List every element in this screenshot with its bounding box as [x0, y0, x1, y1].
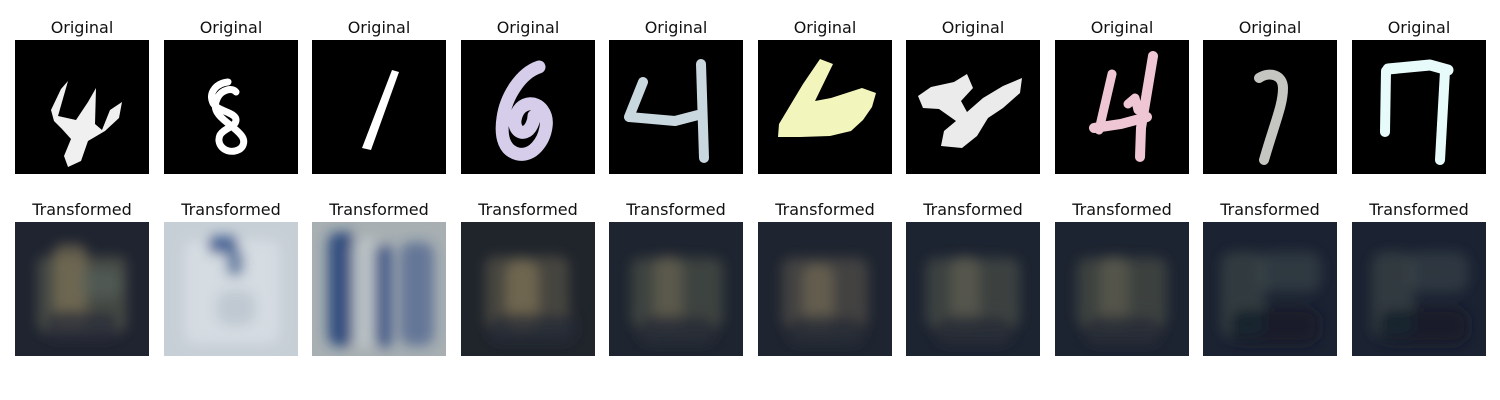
original-image-10 [1352, 40, 1486, 174]
transformed-title-4: Transformed [478, 200, 578, 219]
transformed-cell-10: Transformed [1352, 200, 1486, 360]
transformed-image-7 [906, 222, 1040, 356]
transformed-title-9: Transformed [1220, 200, 1320, 219]
original-digit-4-image [609, 40, 743, 174]
transformed-cell-1: Transformed [15, 200, 149, 360]
original-cell-1: Original [15, 18, 149, 178]
transformed-image-2 [164, 222, 298, 356]
transformed-image-3 [312, 222, 446, 356]
transformed-cell-8: Transformed [1055, 200, 1189, 360]
transformed-cell-6: Transformed [758, 200, 892, 360]
transformed-title-7: Transformed [923, 200, 1023, 219]
original-image-2 [164, 40, 298, 174]
original-image-9 [1203, 40, 1337, 174]
transformed-cell-5: Transformed [609, 200, 743, 360]
original-cell-8: Original [1055, 18, 1189, 178]
original-digit-4-image [15, 40, 149, 174]
transformed-digit-4-image [15, 222, 149, 356]
original-image-5 [609, 40, 743, 174]
original-title-1: Original [50, 18, 114, 37]
transformed-digit-4-image [609, 222, 743, 356]
original-image-8 [1055, 40, 1189, 174]
original-digit-6-image [758, 40, 892, 174]
transformed-cell-7: Transformed [906, 200, 1040, 360]
original-cell-9: Original [1203, 18, 1337, 178]
original-digit-4-image [906, 40, 1040, 174]
original-cell-4: Original [461, 18, 595, 178]
original-digit-6-image [461, 40, 595, 174]
original-digit-4-image [1055, 40, 1189, 174]
original-cell-6: Original [758, 18, 892, 178]
transformed-title-1: Transformed [32, 200, 132, 219]
original-digit-7-image [1352, 40, 1486, 174]
original-image-4 [461, 40, 595, 174]
transformed-cell-2: Transformed [164, 200, 298, 360]
original-title-6: Original [793, 18, 857, 37]
original-cell-3: Original [312, 18, 446, 178]
transformed-cell-3: Transformed [312, 200, 446, 360]
original-title-8: Original [1090, 18, 1154, 37]
original-title-7: Original [941, 18, 1005, 37]
transformed-title-3: Transformed [329, 200, 429, 219]
transformed-digit-4-image [906, 222, 1040, 356]
original-cell-10: Original [1352, 18, 1486, 178]
transformed-image-10 [1352, 222, 1486, 356]
transformed-title-8: Transformed [1072, 200, 1172, 219]
original-image-1 [15, 40, 149, 174]
transformed-digit-8-image [164, 222, 298, 356]
transformed-cell-4: Transformed [461, 200, 595, 360]
transformed-image-1 [15, 222, 149, 356]
original-image-7 [906, 40, 1040, 174]
original-title-3: Original [347, 18, 411, 37]
transformed-image-9 [1203, 222, 1337, 356]
original-digit-7-image [1203, 40, 1337, 174]
transformed-digit-1-image [312, 222, 446, 356]
original-digit-8-image [164, 40, 298, 174]
transformed-image-8 [1055, 222, 1189, 356]
original-title-2: Original [199, 18, 263, 37]
transformed-digit-4-image [1055, 222, 1189, 356]
original-digit-1-image [312, 40, 446, 174]
transformed-image-4 [461, 222, 595, 356]
transformed-digit-6-image [758, 222, 892, 356]
original-image-6 [758, 40, 892, 174]
original-cell-7: Original [906, 18, 1040, 178]
transformed-digit-6-image [461, 222, 595, 356]
original-title-4: Original [496, 18, 560, 37]
transformed-title-6: Transformed [775, 200, 875, 219]
original-image-3 [312, 40, 446, 174]
original-title-5: Original [644, 18, 708, 37]
original-cell-2: Original [164, 18, 298, 178]
original-title-10: Original [1387, 18, 1451, 37]
transformed-image-5 [609, 222, 743, 356]
transformed-cell-9: Transformed [1203, 200, 1337, 360]
transformed-title-2: Transformed [181, 200, 281, 219]
transformed-image-6 [758, 222, 892, 356]
transformed-title-5: Transformed [626, 200, 726, 219]
transformed-digit-7-image [1352, 222, 1486, 356]
transformed-digit-7-image [1203, 222, 1337, 356]
original-title-9: Original [1238, 18, 1302, 37]
transformed-title-10: Transformed [1369, 200, 1469, 219]
original-cell-5: Original [609, 18, 743, 178]
